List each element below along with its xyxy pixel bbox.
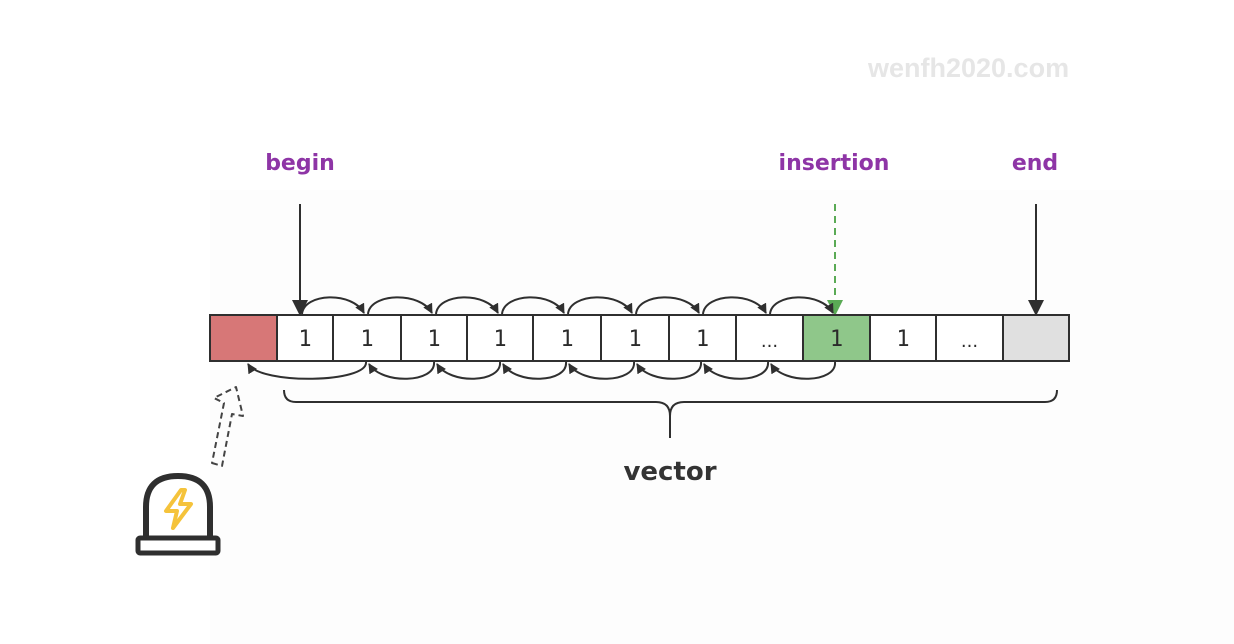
insertion-label: insertion — [779, 151, 890, 176]
begin-label: begin — [265, 151, 335, 176]
watermark: wenfh2020.com — [867, 53, 1069, 83]
cell-value: 1 — [696, 327, 709, 352]
end-label: end — [1012, 151, 1058, 176]
cell-value: ... — [761, 331, 778, 352]
cell-value: 1 — [360, 327, 373, 352]
alarm-light-icon — [138, 476, 218, 553]
cell-value: 1 — [560, 327, 573, 352]
background-panel — [210, 190, 1234, 644]
cell-value: ... — [961, 331, 978, 352]
cell-value: 1 — [493, 327, 506, 352]
cell-value: 1 — [427, 327, 440, 352]
cell-value: 1 — [298, 327, 311, 352]
cell-value: 1 — [628, 327, 641, 352]
cell-removed — [210, 315, 277, 361]
vector-label: vector — [623, 457, 716, 487]
cell-value: 1 — [896, 327, 909, 352]
cell-value: 1 — [830, 327, 843, 352]
vector-cells: 1 1 1 1 1 1 1... 1 1... — [210, 315, 1069, 361]
cell-end — [1003, 315, 1069, 361]
